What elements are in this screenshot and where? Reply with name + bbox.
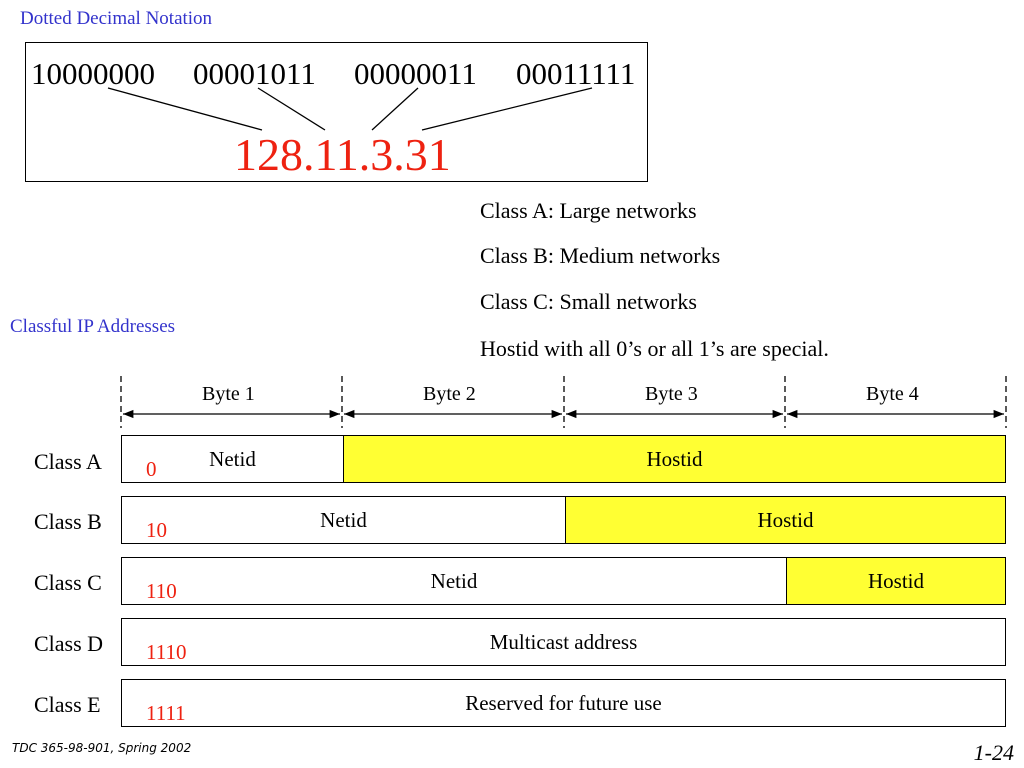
class-c-netid: Netid [430, 568, 478, 593]
class-info-b: Class B: Medium networks [480, 243, 721, 268]
class-info-special: Hostid with all 0’s or all 1’s are speci… [480, 336, 829, 361]
byte-4-label: Byte 4 [866, 383, 919, 405]
class-e-prefix: 1111 [146, 701, 186, 725]
class-b-netid: Netid [320, 507, 367, 532]
byte-3-label: Byte 3 [645, 383, 698, 405]
class-c-prefix: 110 [146, 579, 177, 603]
class-b-prefix: 10 [146, 518, 167, 542]
classful-heading: Classful IP Addresses [10, 316, 176, 337]
connector-line-3 [371, 87, 419, 131]
class-b-bar: 10 Netid Hostid [121, 496, 1006, 544]
class-a-label: Class A [34, 449, 102, 474]
class-b-label: Class B [34, 509, 102, 534]
class-c-label: Class C [34, 570, 102, 595]
footer-course: TDC 365-98-901, Spring 2002 [12, 741, 192, 755]
class-a-hostid: Hostid [343, 436, 1005, 482]
binary-octet-2: 00001011 [193, 56, 316, 91]
class-d-text: Multicast address [489, 629, 638, 654]
class-d-prefix: 1110 [146, 640, 187, 664]
class-d-label: Class D [34, 631, 104, 656]
class-e-text: Reserved for future use [465, 690, 662, 715]
connector-line-1 [107, 87, 263, 131]
class-c-hostid: Hostid [786, 558, 1005, 604]
byte-2-label: Byte 2 [423, 383, 476, 405]
footer-page-number: 1-24 [973, 740, 1014, 765]
class-e-label: Class E [34, 692, 101, 717]
connector-line-2 [257, 87, 326, 131]
connector-line-4 [421, 87, 593, 131]
class-b-hostid: Hostid [565, 497, 1005, 543]
dotted-decimal-value: 128.11.3.31 [234, 129, 451, 180]
class-e-bar: 1111 Reserved for future use [121, 679, 1006, 727]
class-a-prefix: 0 [146, 457, 157, 481]
class-c-bar: 110 Netid Hostid [121, 557, 1006, 605]
dotted-decimal-box [25, 42, 648, 182]
binary-octet-4: 00011111 [516, 56, 636, 91]
class-info-a: Class A: Large networks [480, 198, 697, 223]
byte-1-label: Byte 1 [202, 383, 255, 405]
class-a-bar: 0 Netid Hostid [121, 435, 1006, 483]
dotted-decimal-heading: Dotted Decimal Notation [20, 8, 213, 29]
class-a-netid: Netid [209, 446, 256, 471]
class-d-bar: 1110 Multicast address [121, 618, 1006, 666]
class-info-c: Class C: Small networks [480, 289, 697, 314]
binary-octet-1: 10000000 [31, 56, 155, 91]
binary-octet-3: 00000011 [354, 56, 477, 91]
